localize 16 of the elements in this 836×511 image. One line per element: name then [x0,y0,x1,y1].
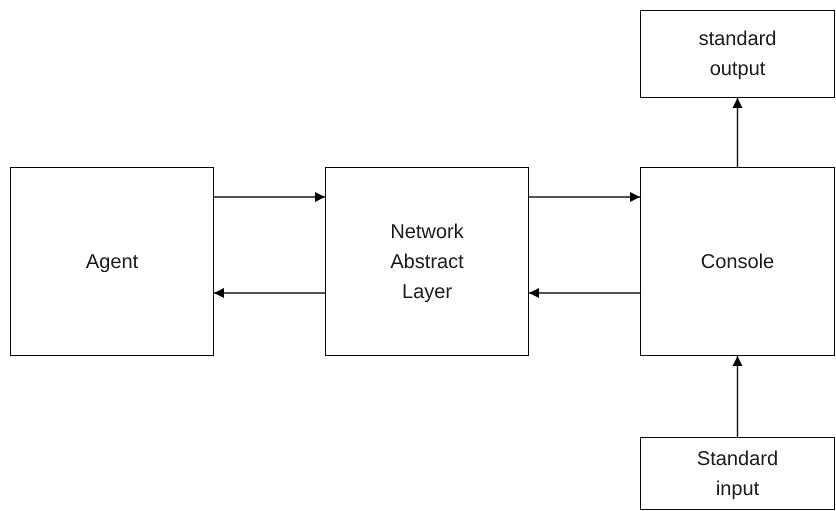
arrow [214,288,325,298]
process-box [325,167,529,356]
arrow [732,98,742,167]
process-box [640,167,835,356]
arrow [732,356,742,437]
process-box [10,167,214,356]
box-label: Agent [86,250,138,274]
box-label: Console [700,250,774,274]
arrow [529,288,640,298]
process-box [640,10,835,98]
arrow [214,192,325,202]
arrow [529,192,640,202]
box-label: standard output [698,27,778,82]
box-label: Standard input [696,446,780,502]
box-label: Network Abstract Layer [389,220,465,304]
process-box [640,437,835,510]
